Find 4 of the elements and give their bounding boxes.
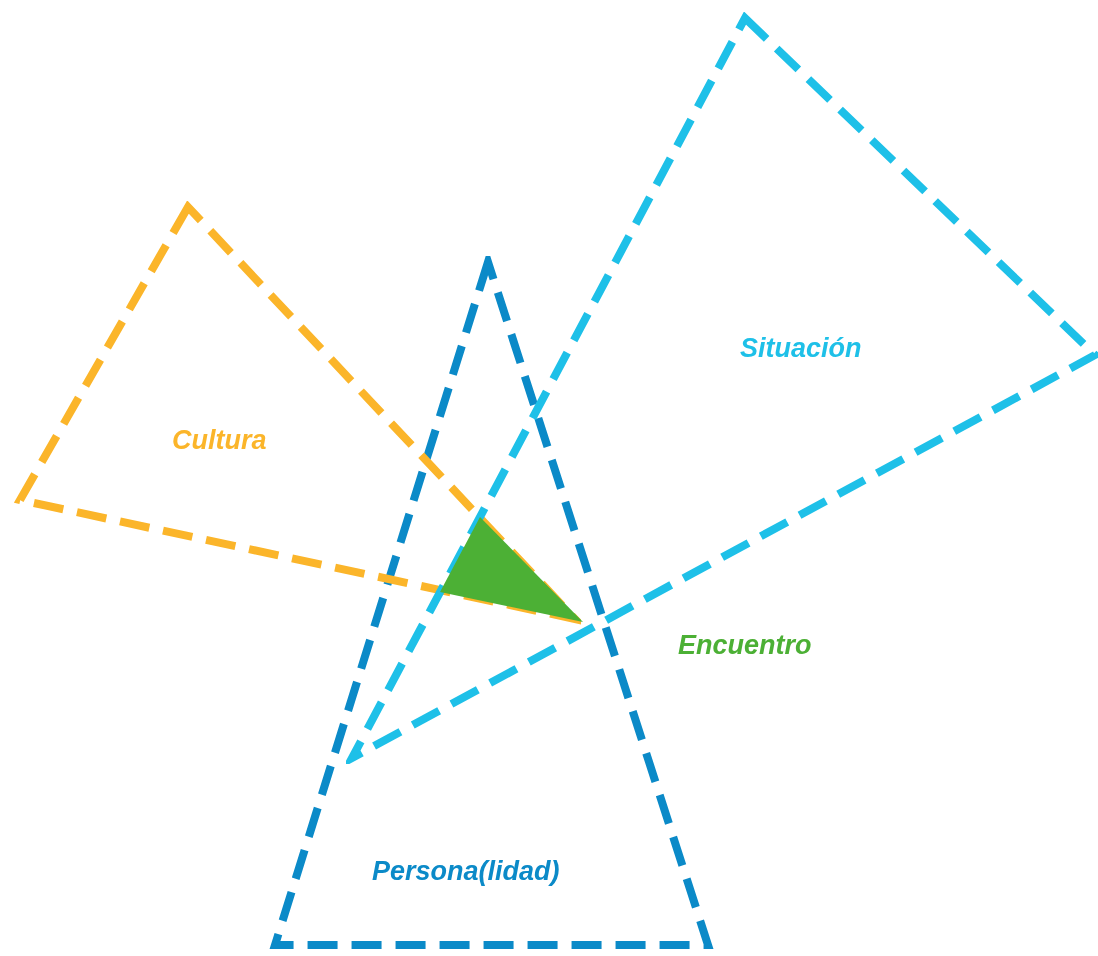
triangle-label: Situación — [740, 333, 862, 364]
triangle-label: Cultura — [172, 425, 267, 456]
overlap-label: Encuentro — [678, 630, 812, 661]
triangle-label: Persona(lidad) — [372, 856, 560, 887]
